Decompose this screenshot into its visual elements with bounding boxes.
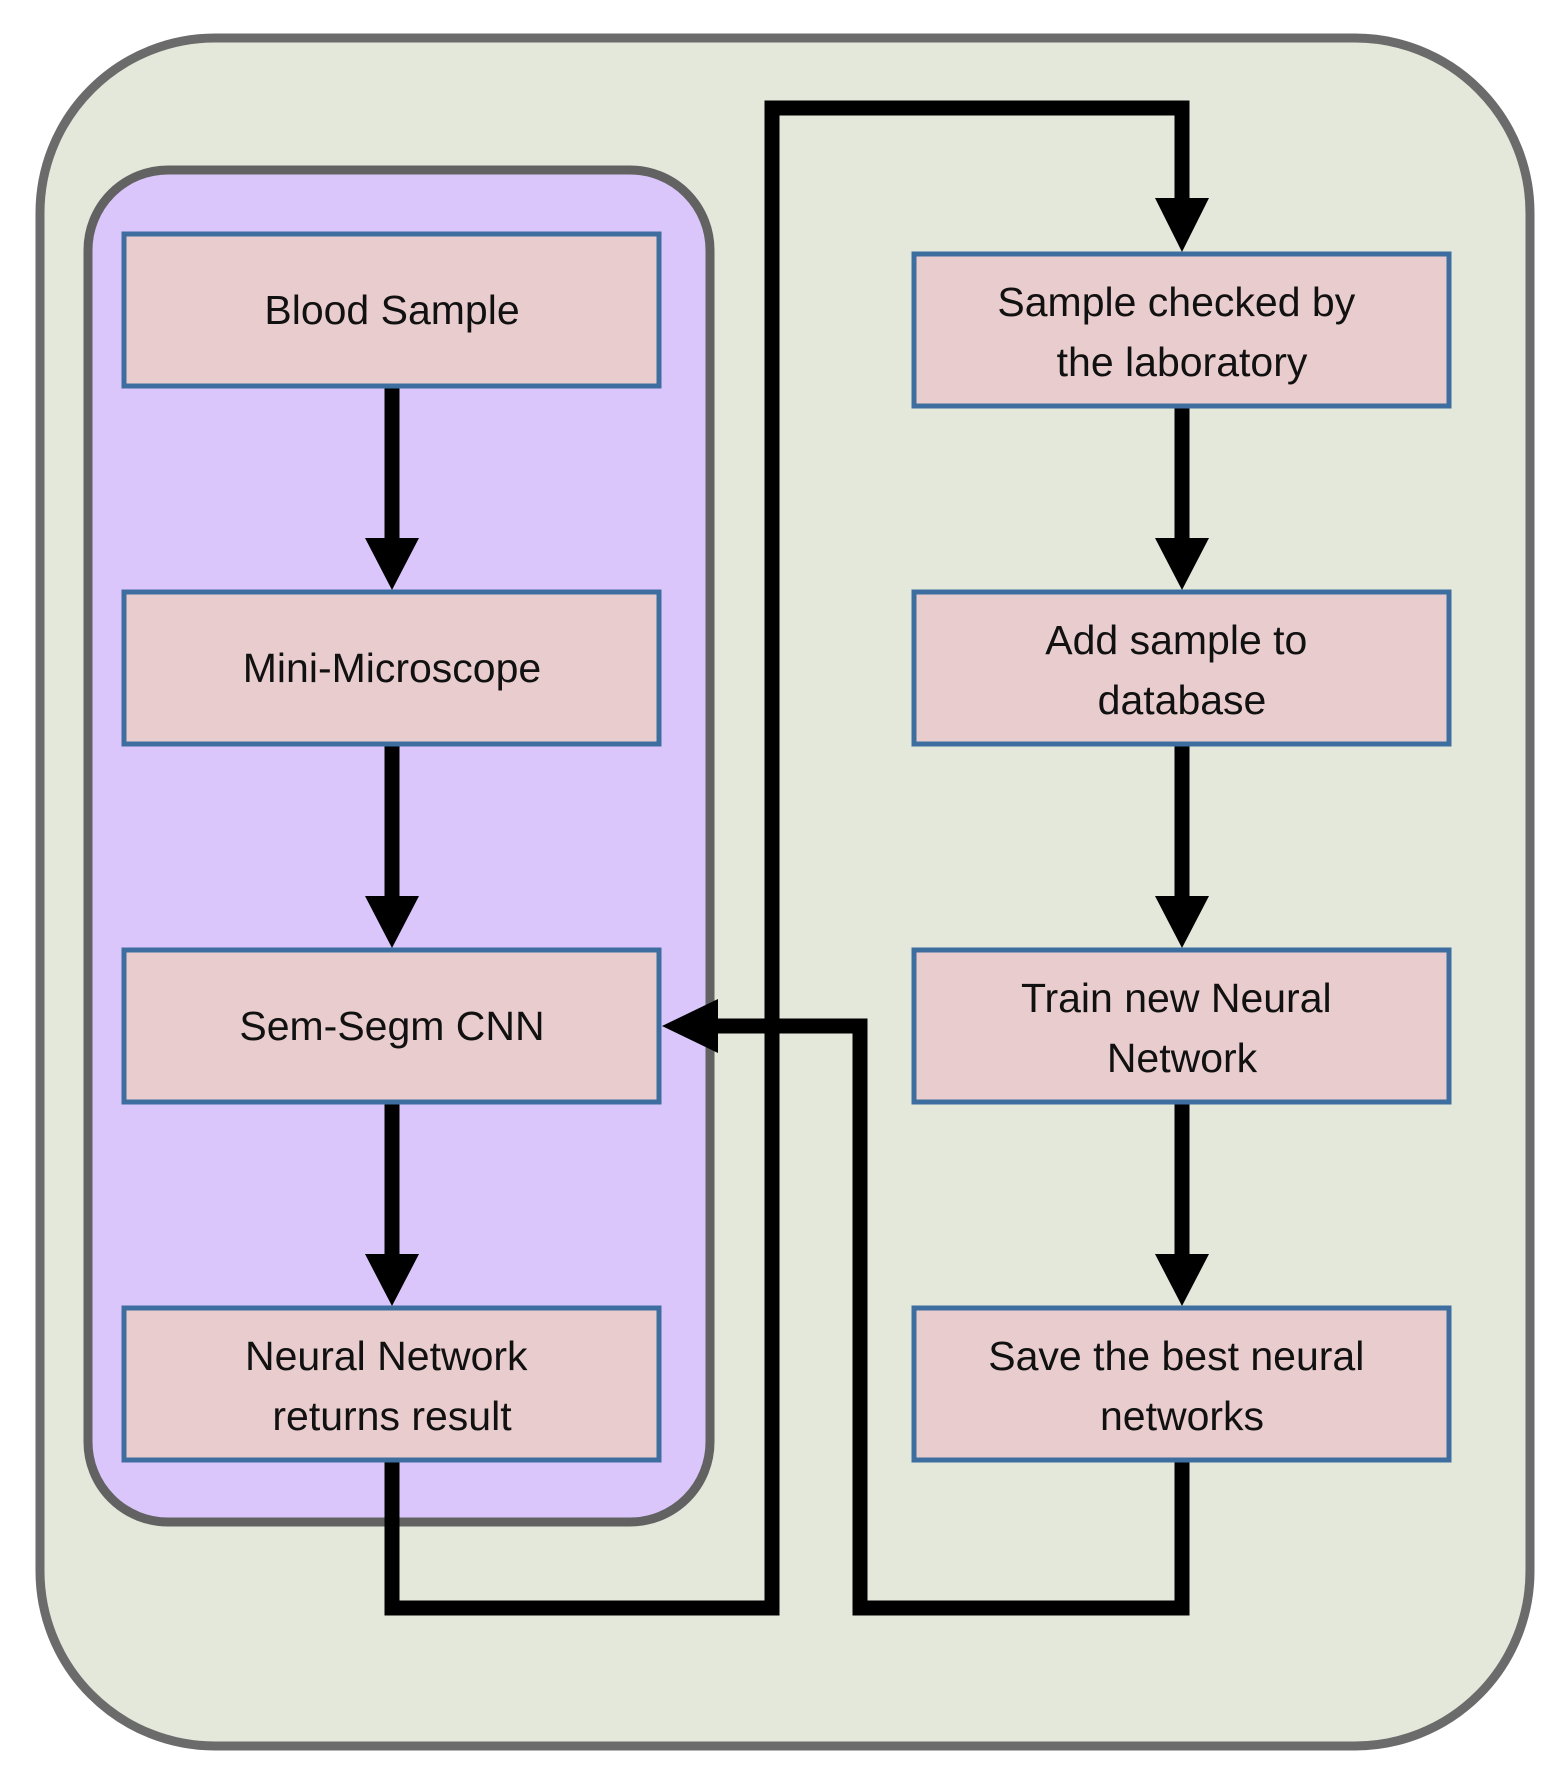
label-add-to-database: Add sample to database xyxy=(1045,617,1319,723)
box-blood-sample xyxy=(121,231,662,389)
label-line: Mini-Microscope xyxy=(243,645,541,691)
box-sample-checked xyxy=(911,251,1452,409)
arrow-result-to-laboratory xyxy=(384,100,1190,1616)
arrowhead-result xyxy=(365,1254,419,1306)
arrowhead-train xyxy=(1155,896,1209,948)
label-line: Save the best neural xyxy=(988,1333,1364,1379)
label-blood-sample: Blood Sample xyxy=(264,287,519,333)
label-line: Network xyxy=(1107,1035,1258,1081)
connectors xyxy=(384,100,1190,1616)
label-line: database xyxy=(1098,677,1267,723)
label-sem-segm-cnn: Sem-Segm CNN xyxy=(239,1003,544,1049)
label-line: the laboratory xyxy=(1057,339,1308,385)
process-boxes xyxy=(121,231,1452,1463)
label-sample-checked: Sample checked by the laboratory xyxy=(997,279,1366,385)
box-add-to-database xyxy=(911,589,1452,747)
label-line: networks xyxy=(1100,1393,1264,1439)
arrowhead-into-cnn xyxy=(662,999,718,1053)
label-line: Neural Network xyxy=(245,1333,528,1379)
label-line: returns result xyxy=(272,1393,512,1439)
box-train-new-nn xyxy=(911,947,1452,1105)
arrowhead-save xyxy=(1155,1254,1209,1306)
box-labels: Blood Sample Mini-Microscope Sem-Segm CN… xyxy=(239,279,1376,1439)
arrowhead-microscope xyxy=(365,538,419,590)
label-line: Add sample to xyxy=(1045,617,1307,663)
box-nn-returns-result xyxy=(121,1305,662,1463)
label-line: Sample checked by xyxy=(997,279,1355,325)
label-line: Blood Sample xyxy=(264,287,519,333)
box-sem-segm-cnn xyxy=(121,947,662,1105)
label-save-best-nn: Save the best neural networks xyxy=(988,1333,1376,1439)
label-train-new-nn: Train new Neural Network xyxy=(1021,975,1343,1081)
label-mini-microscope: Mini-Microscope xyxy=(243,645,541,691)
arrow-heads xyxy=(365,198,1209,1306)
box-mini-microscope xyxy=(121,589,662,747)
arrow-save-to-cnn xyxy=(700,1018,1190,1616)
label-nn-returns-result: Neural Network returns result xyxy=(245,1333,539,1439)
box-save-best-nn xyxy=(911,1305,1452,1463)
arrowhead-laboratory xyxy=(1155,198,1209,252)
label-line: Sem-Segm CNN xyxy=(239,1003,544,1049)
arrowhead-cnn xyxy=(365,896,419,948)
label-line: Train new Neural xyxy=(1021,975,1332,1021)
arrowhead-database xyxy=(1155,538,1209,590)
